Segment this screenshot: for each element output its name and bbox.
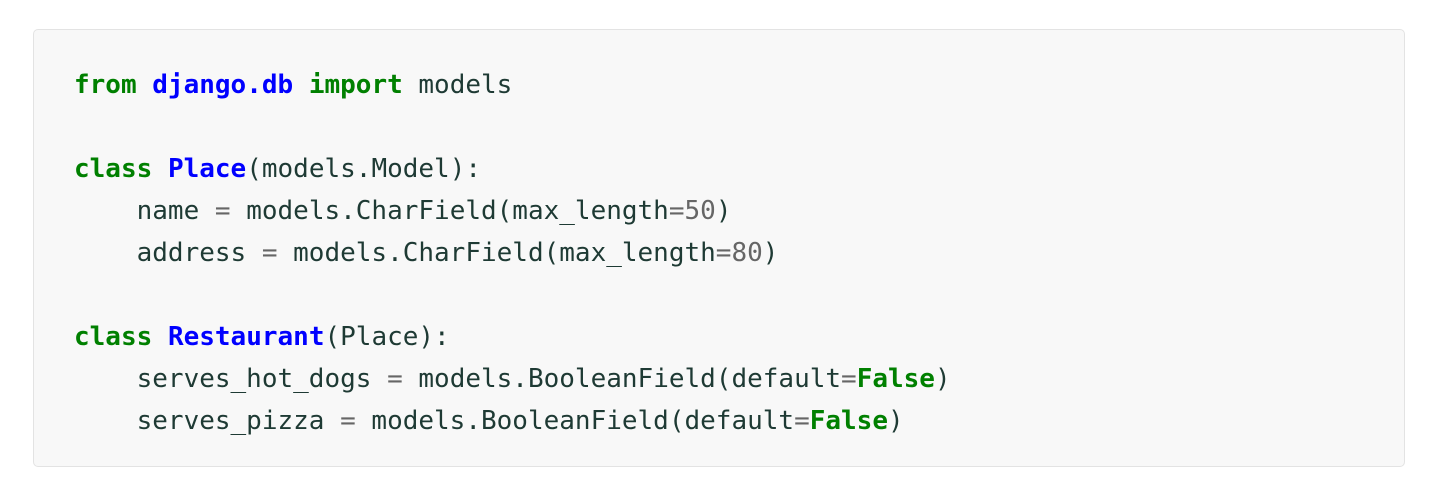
code-token: address — [74, 238, 262, 268]
code-token: models.CharField(max_length — [277, 238, 716, 268]
code-token: models.CharField(max_length — [230, 196, 669, 226]
code-token: = — [794, 406, 810, 436]
code-token: ) — [934, 364, 951, 394]
code-token: models.BooleanField(default — [402, 364, 842, 394]
code-token: models — [402, 70, 513, 100]
code-token — [293, 70, 309, 100]
code-token: (models.Model): — [246, 154, 482, 184]
code-lines: from django.db import models​class Place… — [74, 64, 1404, 442]
code-token: = — [841, 364, 857, 394]
code-line: serves_pizza = models.BooleanField(defau… — [74, 400, 1404, 442]
code-token: name — [74, 196, 215, 226]
code-token: False — [856, 364, 935, 394]
code-token: 50 — [684, 196, 716, 226]
code-token: = — [261, 238, 278, 268]
code-token: serves_pizza — [74, 406, 341, 436]
code-token: 80 — [731, 238, 763, 268]
code-token: ) — [888, 406, 904, 436]
code-line: serves_hot_dogs = models.BooleanField(de… — [74, 358, 1404, 400]
code-token: ) — [762, 238, 779, 268]
code-token: from — [74, 70, 137, 100]
code-token — [137, 70, 153, 100]
code-token: Place — [167, 154, 247, 184]
code-token: models.BooleanField(default — [355, 406, 795, 436]
code-token — [152, 322, 168, 352]
code-token: = — [668, 196, 685, 226]
code-token: serves_hot_dogs — [74, 364, 388, 394]
code-token: = — [214, 196, 231, 226]
code-token: import — [308, 70, 403, 100]
code-line: address = models.CharField(max_length=80… — [74, 232, 1404, 274]
code-line: from django.db import models — [74, 64, 1404, 106]
code-token: ) — [715, 196, 732, 226]
code-content: from django.db import models​class Place… — [74, 64, 1404, 442]
code-token: = — [387, 364, 403, 394]
code-block: from django.db import models​class Place… — [33, 29, 1405, 467]
code-line: ​ — [74, 106, 1404, 148]
code-token: Restaurant — [167, 322, 325, 352]
code-line: class Place(models.Model): — [74, 148, 1404, 190]
code-token: django.db — [152, 70, 294, 100]
code-token — [152, 154, 168, 184]
code-token: = — [340, 406, 356, 436]
code-line: name = models.CharField(max_length=50) — [74, 190, 1404, 232]
code-token: (Place): — [324, 322, 450, 352]
code-token: class — [74, 154, 153, 184]
code-token: False — [809, 406, 888, 436]
code-token: class — [74, 322, 153, 352]
code-line: class Restaurant(Place): — [74, 316, 1404, 358]
code-token: = — [715, 238, 732, 268]
code-line: ​ — [74, 274, 1404, 316]
